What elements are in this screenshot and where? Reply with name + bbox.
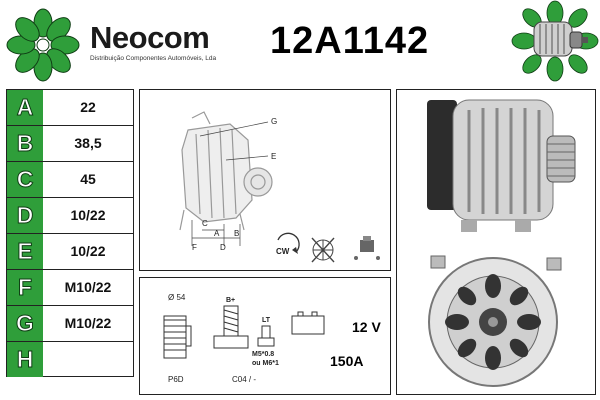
part-number: 12A1142 — [270, 20, 430, 62]
b-plus-bolt-icon — [213, 305, 249, 349]
alternator-photo-side — [427, 99, 576, 232]
thread-spec-1: M5*0.8 — [252, 351, 274, 358]
spec-letter: G — [7, 306, 43, 341]
alternator-diagram: G E C A B F D CW — [179, 111, 380, 263]
connector-plug-icon — [354, 236, 380, 260]
spec-row-h: H — [7, 342, 133, 378]
spec-row-f: F M10/22 — [7, 270, 133, 306]
spec-letter: F — [7, 270, 43, 305]
lt-terminal-icon — [257, 325, 275, 347]
label-f: F — [192, 243, 197, 252]
label-b: B — [234, 229, 239, 238]
rotation-label: CW — [276, 247, 290, 256]
electrical-diagram: Ø 54 P6D B+ C04 / - LT M5*0.8 ou M6*1 — [163, 293, 381, 384]
voltage: 12 V — [352, 319, 381, 335]
spec-table: A 22 B 38,5 C 45 D 10/22 E 10/22 F M10/2… — [6, 89, 134, 377]
label-e: E — [271, 152, 276, 161]
spec-row-a: A 22 — [7, 90, 133, 126]
spec-value: M10/22 — [64, 279, 112, 295]
label-g: G — [271, 117, 277, 126]
spec-value: 22 — [80, 99, 96, 115]
electrical-info-panel: Ø 54 P6D B+ C04 / - LT M5*0.8 ou M6*1 — [139, 277, 391, 395]
alternator-photo-rear — [428, 255, 562, 387]
spec-letter: H — [7, 342, 43, 377]
connector-code: C04 / - — [232, 375, 256, 384]
spec-row-b: B 38,5 — [7, 126, 133, 162]
spec-value: 10/22 — [70, 207, 106, 223]
amperage: 150A — [330, 353, 363, 369]
spec-value: 45 — [80, 171, 96, 187]
spec-row-c: C 45 — [7, 162, 133, 198]
spec-letter: D — [7, 198, 43, 233]
spec-value: 38,5 — [74, 135, 102, 151]
label-d: D — [220, 243, 226, 252]
regulator-box-icon — [291, 311, 325, 335]
spec-letter: C — [7, 162, 43, 197]
terminal-b-label: B+ — [226, 297, 235, 304]
spec-row-d: D 10/22 — [7, 198, 133, 234]
spec-letter: E — [7, 234, 43, 269]
thread-spec-2: ou M6*1 — [252, 360, 279, 367]
dimension-diagram-panel: G E C A B F D CW — [139, 89, 391, 271]
pulley-type: P6D — [168, 375, 184, 384]
neocom-logo-icon — [6, 8, 80, 82]
product-photos-panel — [396, 89, 596, 395]
spec-value: 10/22 — [70, 243, 106, 259]
spec-row-g: G M10/22 — [7, 306, 133, 342]
brand-tagline: Distribuição Componentes Automóveis, Lda — [90, 55, 217, 62]
terminal-lt-label: LT — [262, 317, 271, 324]
spec-value: M10/22 — [64, 315, 112, 331]
spec-letter: B — [7, 126, 43, 161]
pulley-icon — [163, 315, 192, 359]
spec-letter: A — [7, 90, 43, 125]
label-a: A — [214, 229, 220, 238]
spec-value — [43, 342, 133, 377]
pulley-diameter: Ø 54 — [168, 293, 186, 302]
fan-crossed-icon — [311, 237, 335, 263]
spec-row-e: E 10/22 — [7, 234, 133, 270]
brand-name: Neocom — [90, 20, 210, 55]
label-c: C — [202, 219, 208, 228]
alternator-thumbnail-icon — [511, 0, 599, 82]
rotation-cw-icon: CW — [276, 232, 300, 256]
